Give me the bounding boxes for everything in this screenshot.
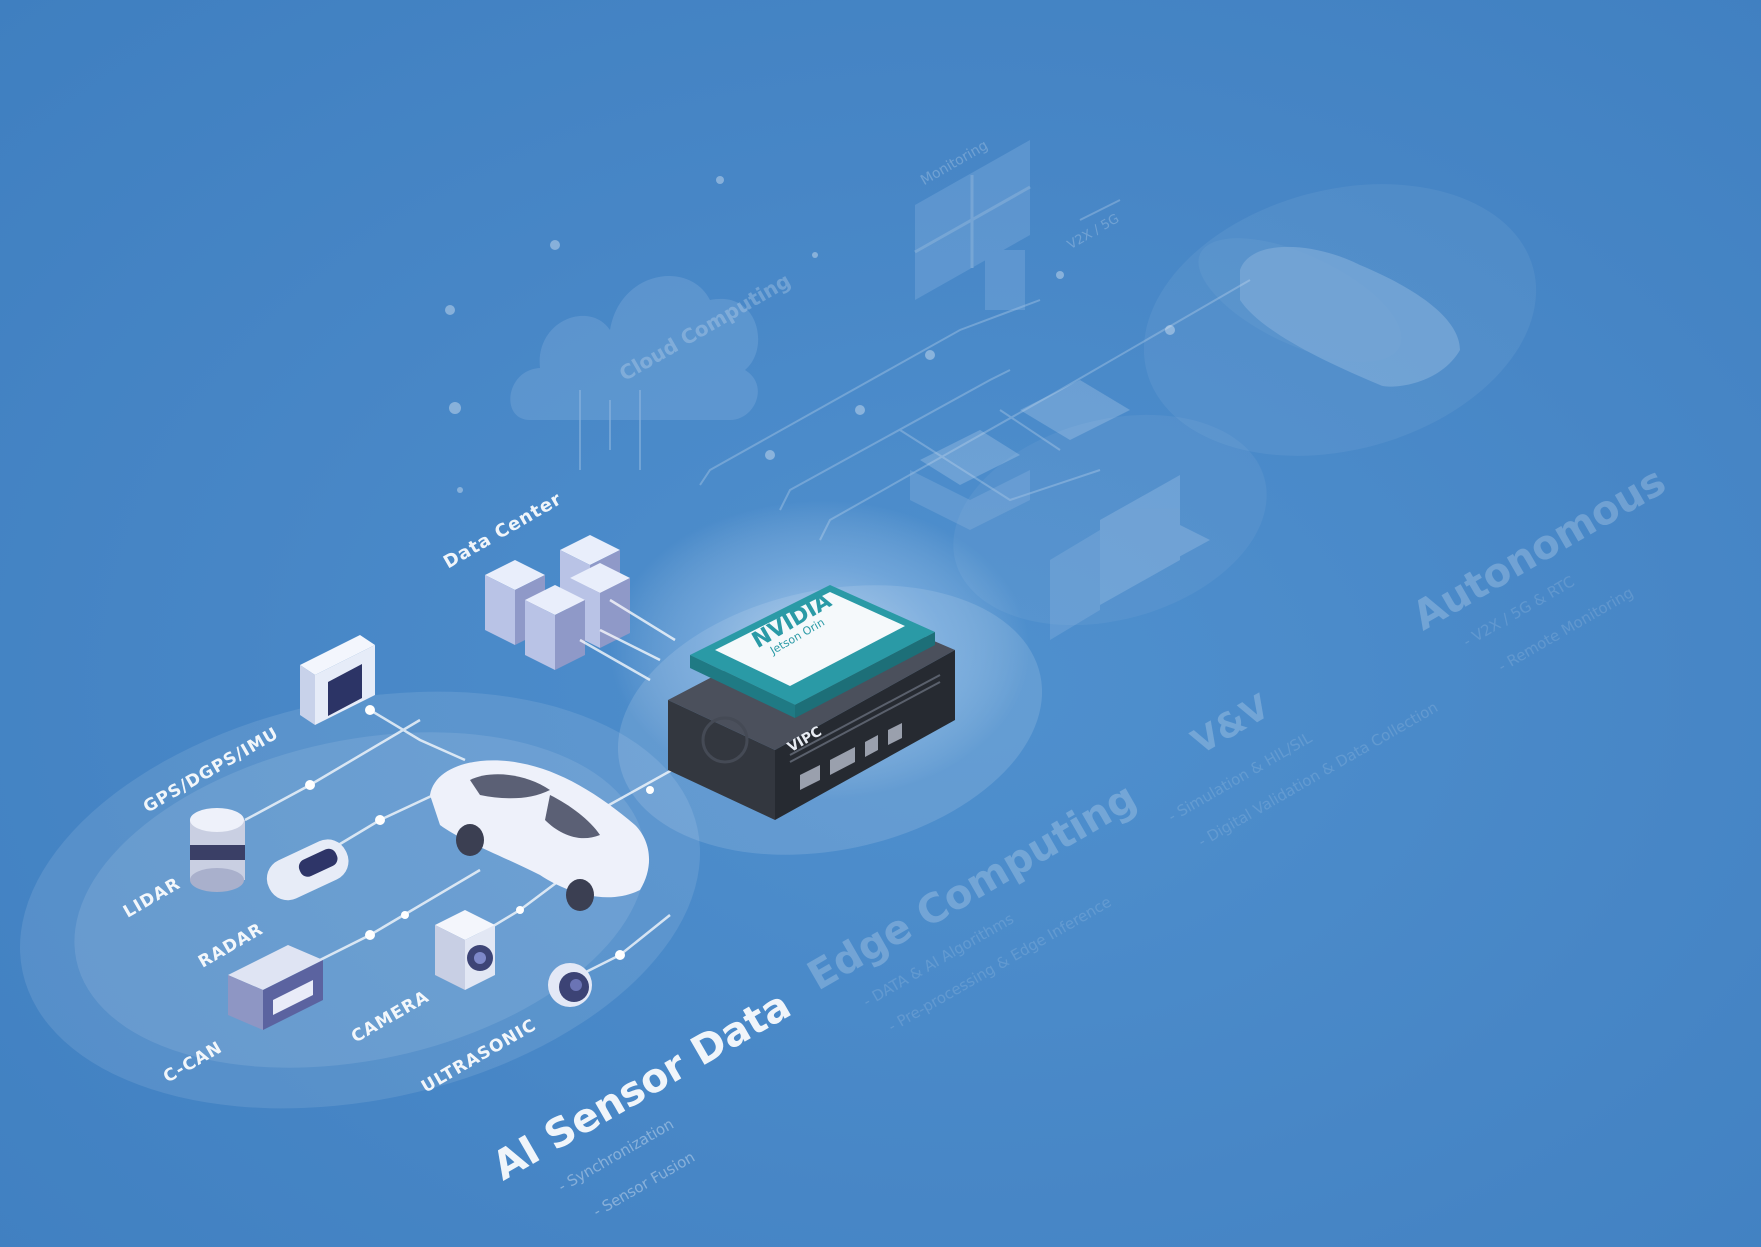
- autonomous-car-icon: [1198, 238, 1460, 387]
- radar-icon: [266, 839, 349, 901]
- processing-units: [910, 380, 1130, 530]
- lidar-icon: [190, 808, 245, 892]
- network-nodes: [445, 176, 1175, 493]
- monitor-panel-icon: [914, 140, 1031, 310]
- ccan-device-icon: [228, 945, 323, 1030]
- connection-nodes: [305, 705, 654, 960]
- cloud-icon: [510, 276, 759, 420]
- car-icon: [430, 760, 650, 911]
- data-center-servers: [485, 535, 630, 670]
- autonomous-platform: [953, 184, 1537, 626]
- network-lines: [579, 199, 1251, 541]
- ultrasonic-icon: [548, 963, 592, 1007]
- laptop-icon: [1050, 475, 1210, 640]
- edge-device-icon: [668, 585, 955, 820]
- gps-device-icon: [300, 635, 375, 725]
- camera-icon: [435, 910, 495, 990]
